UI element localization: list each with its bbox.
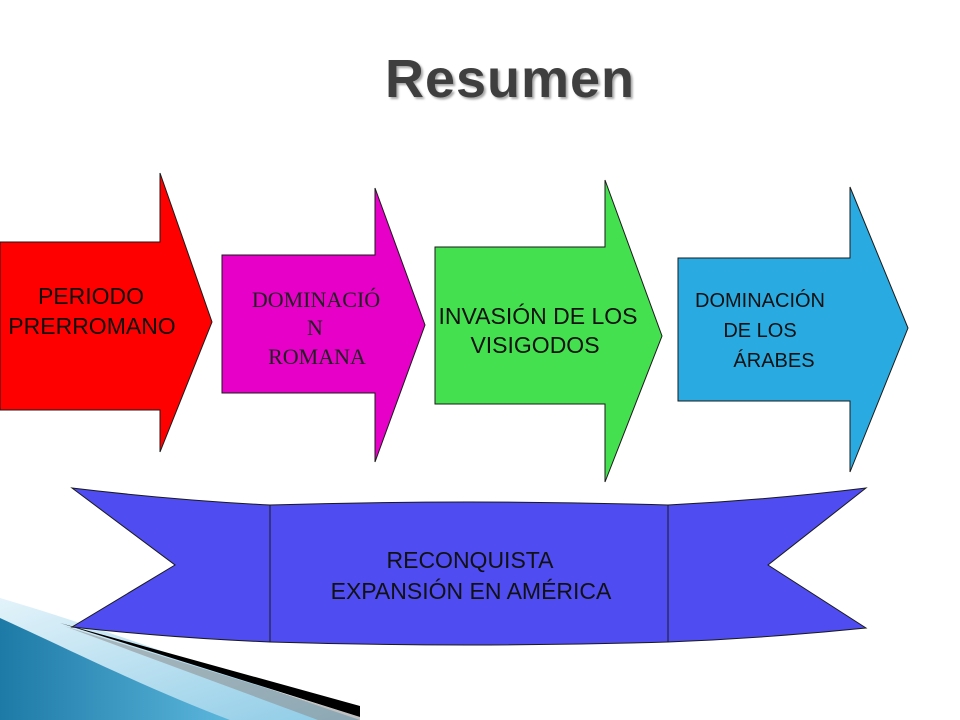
arrow-periodo-prerromano: PERIODO PRERROMANO — [0, 172, 213, 453]
arrow-shape — [221, 187, 426, 463]
arrow-invasion-visigodos: INVASIÓN DE LOS VISIGODOS — [434, 179, 663, 483]
arrow-label-line: PRERROMANO — [8, 313, 175, 339]
arrow-dominacion-romana: DOMINACIÓ N ROMANA — [221, 187, 426, 463]
arrow-label-line: DOMINACIÓN — [695, 289, 825, 312]
swoosh-dark-band — [0, 618, 230, 720]
arrow-shape — [0, 172, 213, 453]
arrow-label-line: DE LOS — [723, 320, 796, 342]
arrow-label-line: INVASIÓN DE LOS — [439, 303, 638, 329]
arrow-label-line: DOMINACIÓ — [252, 287, 380, 312]
arrow-label-line: ÁRABES — [733, 349, 814, 372]
arrow-shape — [677, 186, 909, 473]
arrow-label-line: ROMANA — [268, 344, 366, 369]
banner-label-line: RECONQUISTA — [387, 547, 555, 573]
arrow-shape — [434, 179, 663, 483]
banner-label-line: EXPANSIÓN EN AMÉRICA — [331, 578, 612, 604]
arrow-dominacion-arabes: DOMINACIÓN DE LOS ÁRABES — [677, 186, 909, 473]
swoosh-black-wedge — [60, 623, 360, 717]
arrow-label-line: VISIGODOS — [470, 332, 599, 358]
arrow-label-line: N — [307, 315, 323, 340]
swoosh-gray-wedge — [64, 626, 360, 720]
arrow-label-line: PERIODO — [38, 283, 144, 309]
banner-reconquista: RECONQUISTA EXPANSIÓN EN AMÉRICA — [70, 487, 868, 646]
slide-title: Resumen — [384, 49, 636, 109]
